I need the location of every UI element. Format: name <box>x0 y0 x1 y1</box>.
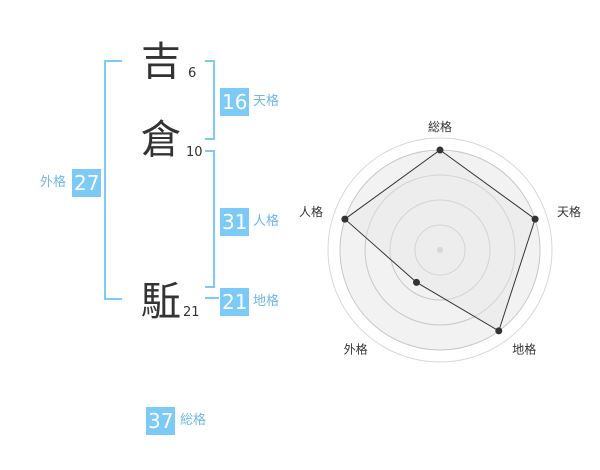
radar-ring <box>364 174 516 326</box>
tenkaku-bracket <box>205 60 215 140</box>
outer-bracket <box>104 60 122 300</box>
radar-axis-label: 人格 <box>299 204 323 219</box>
radar-ring <box>389 199 491 301</box>
tenkaku-label: 天格 <box>253 94 280 109</box>
tenkaku-value: 16 <box>220 88 250 116</box>
jinkaku-bracket <box>205 150 215 288</box>
name-char-1: 吉 <box>141 39 181 85</box>
radar-point <box>412 278 420 286</box>
radar-axis-label: 天格 <box>557 204 581 219</box>
radar-point <box>341 215 349 223</box>
radar-point <box>436 146 444 154</box>
soukaku-value: 37 <box>146 407 176 435</box>
radar-axis-label: 地格 <box>512 342 536 357</box>
stroke-count-1: 6 <box>188 66 197 81</box>
chikaku-tick <box>205 297 219 299</box>
radar-polygon <box>344 149 536 332</box>
chikaku-label: 地格 <box>253 294 280 309</box>
radar-center-dot <box>437 247 443 253</box>
soukaku-label: 総格 <box>180 413 207 428</box>
stroke-count-2: 10 <box>186 145 203 160</box>
gaikaku-label: 外格 <box>40 175 67 190</box>
jinkaku-value: 31 <box>220 208 250 236</box>
radar-ring <box>414 224 466 276</box>
radar-axis-label: 総格 <box>428 119 452 134</box>
radar-outer-ring <box>327 137 553 363</box>
radar-axis-label: 外格 <box>344 342 368 357</box>
jinkaku-label: 人格 <box>253 214 280 229</box>
gaikaku-value: 27 <box>72 169 102 197</box>
radar-point <box>531 215 539 223</box>
name-char-3: 駈 <box>141 279 181 325</box>
chikaku-value: 21 <box>220 288 250 316</box>
radar-point <box>495 327 503 335</box>
stroke-count-3: 21 <box>183 305 200 320</box>
name-char-2: 倉 <box>141 117 181 163</box>
